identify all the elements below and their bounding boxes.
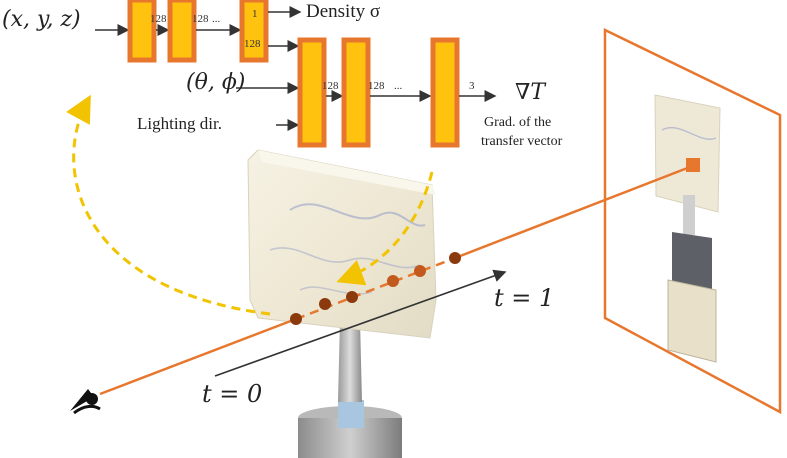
dim-label: 128 bbox=[244, 38, 261, 50]
sample-point bbox=[346, 291, 358, 303]
mlp-network bbox=[95, 0, 497, 148]
sample-points bbox=[290, 252, 461, 325]
pixel-marker bbox=[686, 158, 700, 172]
camera-ray bbox=[99, 165, 691, 396]
layer-block bbox=[127, 0, 157, 63]
input-light-label: Lighting dir. bbox=[137, 114, 222, 133]
sample-point bbox=[449, 252, 461, 264]
layer-block bbox=[341, 37, 371, 148]
sample-point bbox=[414, 265, 426, 277]
output-grad-caption-2: transfer vector bbox=[481, 134, 563, 149]
dim-label: 128 bbox=[150, 13, 167, 25]
ellipsis-label: ... bbox=[394, 80, 403, 92]
layer-block bbox=[239, 0, 269, 63]
image-plane bbox=[603, 28, 782, 415]
input-dir-label: (θ, ϕ) bbox=[186, 70, 246, 95]
input-xyz-label: (x, y, z) bbox=[2, 7, 81, 32]
layer-block bbox=[167, 0, 197, 63]
dim-label: 3 bbox=[469, 80, 475, 92]
dim-label: 1 bbox=[252, 8, 258, 20]
ellipsis-label: ... bbox=[212, 13, 221, 25]
dim-label: 128 bbox=[192, 13, 209, 25]
sample-point bbox=[387, 275, 399, 287]
output-density-label: Density σ bbox=[306, 1, 381, 22]
t0-label: t = 0 bbox=[202, 380, 263, 408]
output-grad-caption-1: Grad. of the bbox=[484, 115, 552, 130]
scene-object bbox=[247, 149, 437, 458]
sample-point bbox=[290, 313, 302, 325]
t-axis bbox=[214, 269, 507, 377]
sample-point bbox=[319, 298, 331, 310]
prediction-return-arrow bbox=[336, 171, 434, 286]
eye-icon bbox=[70, 389, 101, 415]
t1-label: t = 1 bbox=[494, 284, 555, 312]
dim-label: 128 bbox=[368, 80, 385, 92]
output-grad-label: ∇T bbox=[515, 80, 546, 105]
feature-lookup-arrow bbox=[66, 94, 271, 316]
layer-block bbox=[430, 37, 460, 148]
layer-block bbox=[297, 37, 327, 148]
dim-label: 128 bbox=[322, 80, 339, 92]
